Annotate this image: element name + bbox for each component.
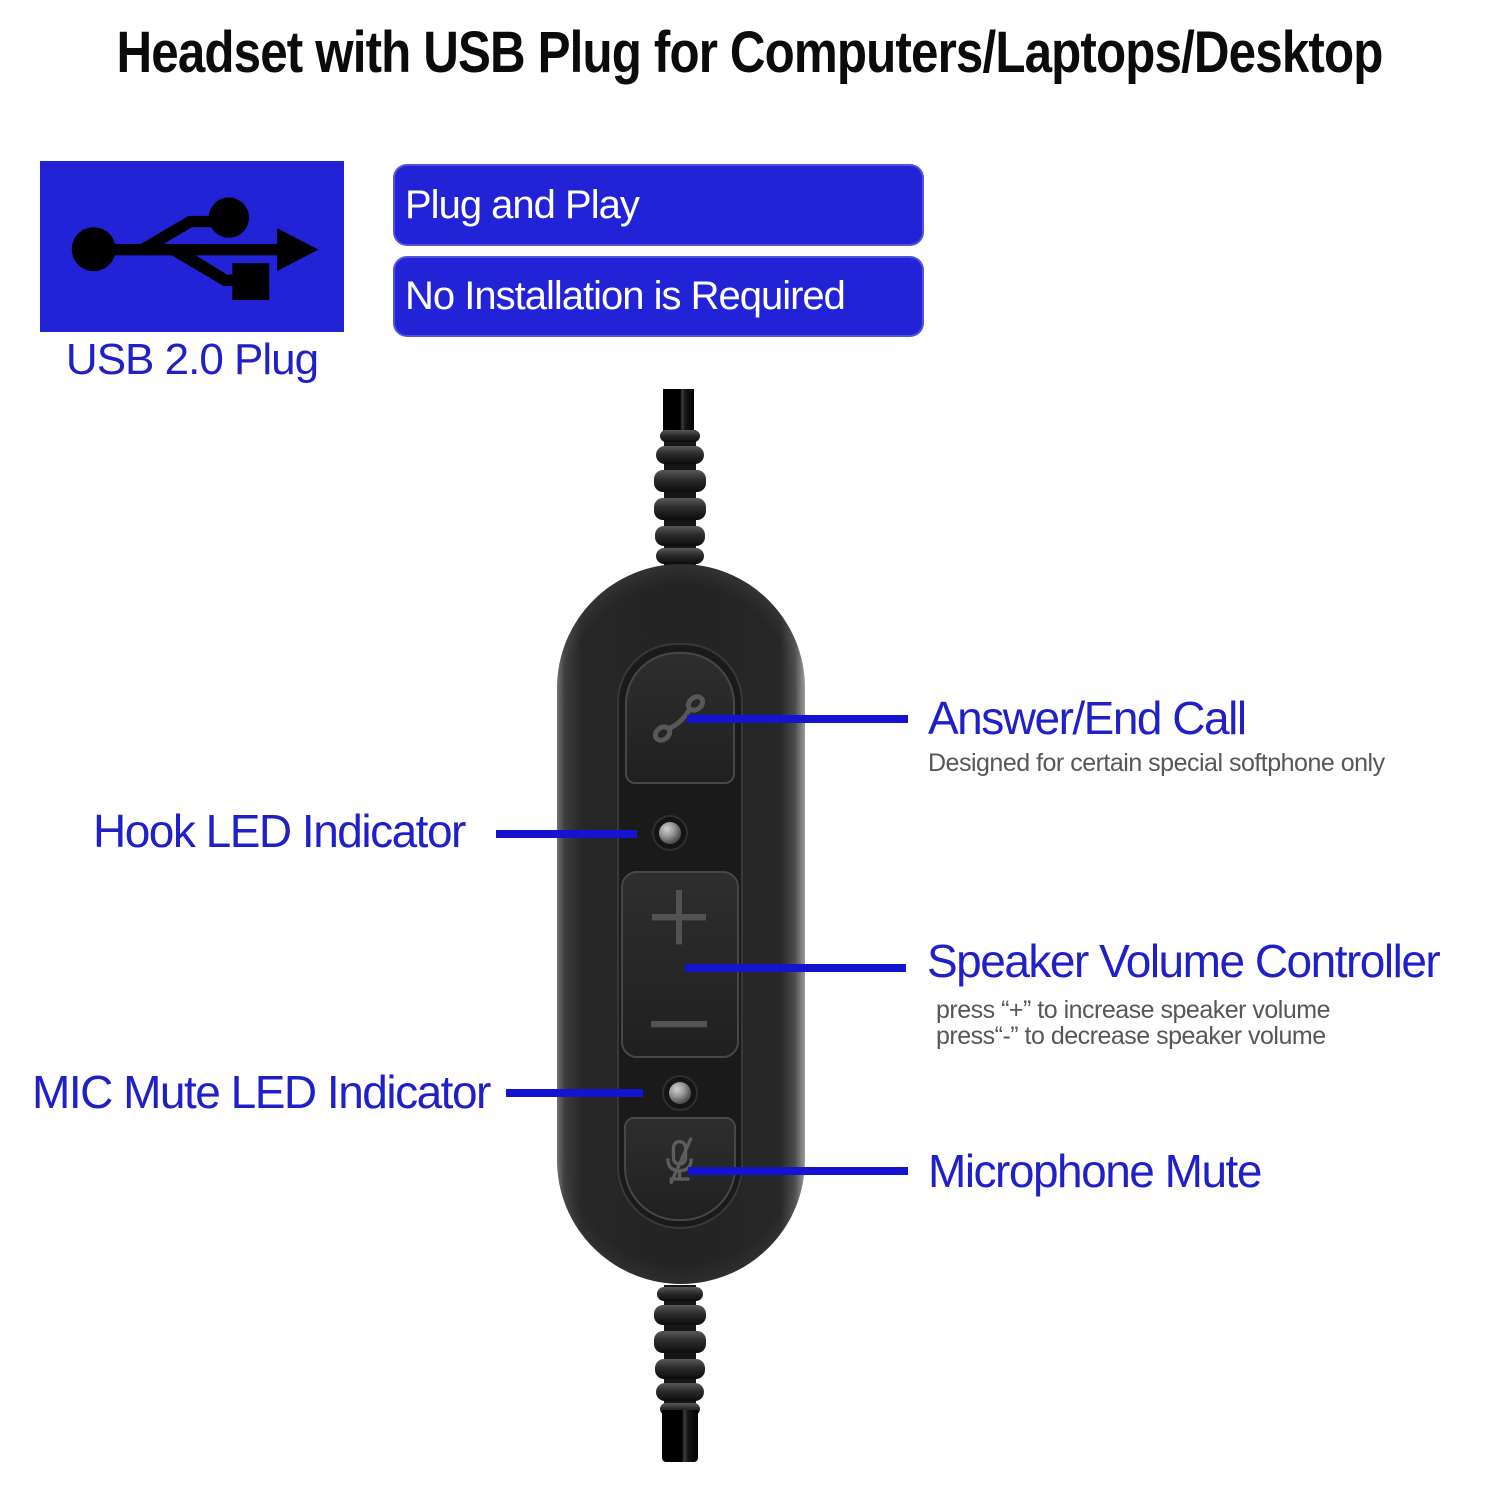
- volume-callout-line: [685, 964, 906, 972]
- hook-led-label: Hook LED Indicator: [93, 805, 466, 857]
- volume-note-decrease: press“-” to decrease speaker volume: [936, 1022, 1326, 1050]
- answer-call-label: Answer/End Call: [928, 692, 1247, 744]
- mic-led-label: MIC Mute LED Indicator: [32, 1066, 491, 1118]
- answer-callout-line: [687, 715, 908, 723]
- strain-relief-rib: [657, 1287, 703, 1301]
- strain-relief-rib: [654, 1305, 706, 1325]
- strain-relief-rib: [656, 548, 704, 564]
- badge-plug-and-play: Plug and Play: [393, 164, 924, 246]
- headset-cable-top: [663, 389, 694, 434]
- strain-relief-rib: [656, 446, 704, 464]
- badge-plug-and-play-label: Plug and Play: [405, 182, 640, 227]
- strain-relief-rib: [660, 430, 700, 442]
- mic-led-callout-line: [506, 1089, 643, 1097]
- strain-relief-rib: [654, 470, 706, 492]
- hook-callout-line: [496, 830, 637, 838]
- phone-handset-icon: [653, 694, 706, 743]
- usb-plug-label: USB 2.0 Plug: [65, 335, 319, 384]
- minus-icon: [651, 1021, 707, 1027]
- usb-trident-icon: [71, 196, 319, 300]
- usb-plug-panel: [40, 161, 344, 332]
- plus-icon: [676, 890, 682, 944]
- badge-no-installation: No Installation is Required: [393, 256, 924, 337]
- mic-mute-label: Microphone Mute: [928, 1145, 1262, 1197]
- volume-controller-label: Speaker Volume Controller: [927, 935, 1441, 987]
- mic-mute-led: [669, 1082, 691, 1104]
- page-title: Headset with USB Plug for Computers/Lapt…: [116, 20, 1384, 85]
- volume-note-increase: press “+” to increase speaker volume: [936, 996, 1331, 1024]
- answer-call-note: Designed for certain special softphone o…: [928, 749, 1385, 777]
- hook-led: [659, 822, 681, 844]
- strain-relief-rib: [654, 1331, 706, 1353]
- strain-relief-rib: [655, 526, 705, 546]
- strain-relief-rib: [654, 498, 706, 520]
- headset-cable-bottom: [662, 1410, 698, 1462]
- strain-relief-rib: [656, 1383, 704, 1401]
- mic-slash-icon: [666, 1137, 693, 1185]
- strain-relief-rib: [655, 1359, 705, 1379]
- mic-mute-callout-line: [688, 1167, 908, 1175]
- badge-no-installation-label: No Installation is Required: [405, 274, 846, 318]
